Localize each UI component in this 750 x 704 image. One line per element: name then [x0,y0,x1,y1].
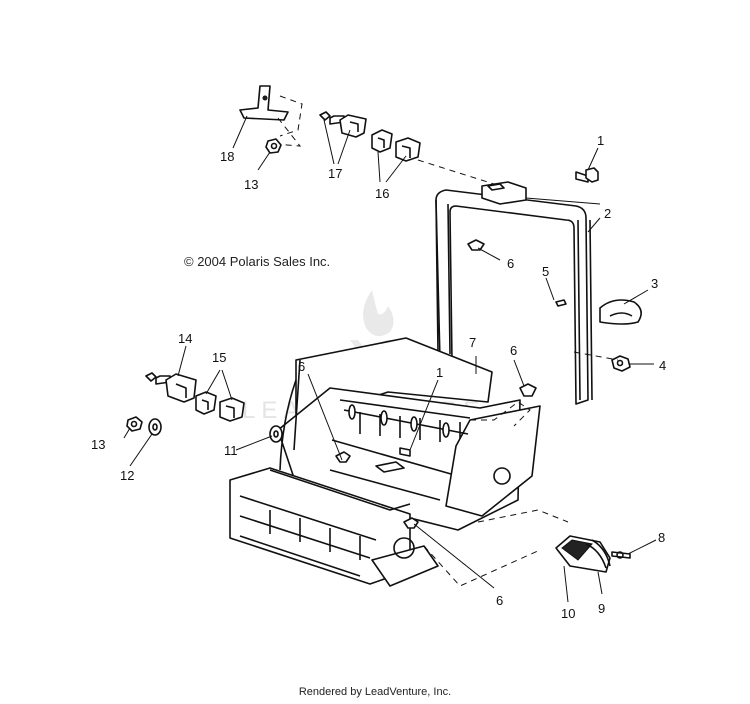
nut-part-13-left [126,416,143,432]
callout-labels: 1 2 3 4 5 6 18 13 17 16 14 15 13 12 11 6… [91,133,666,621]
washer-part-11 [269,425,283,443]
copyright-text: © 2004 Polaris Sales Inc. [184,254,330,269]
callout-5: 5 [542,264,549,279]
callout-7: 7 [469,335,476,350]
bolt-part-1-top [575,167,599,183]
callout-6-mid: 6 [510,343,517,358]
bracket-part-18 [239,85,303,147]
callout-4: 4 [659,358,666,373]
bracket-part-14 [145,372,197,403]
grommet-part-3 [599,299,642,325]
callout-13-left: 13 [91,437,105,452]
callout-1-top: 1 [597,133,604,148]
callout-17: 17 [328,166,342,181]
leader-lines [123,115,657,603]
callout-14: 14 [178,331,192,346]
callout-6-bottom: 6 [496,593,503,608]
callout-16: 16 [375,186,389,201]
callout-13-top: 13 [244,177,258,192]
clip-part-6-mid [519,383,537,397]
screw-part-5 [555,299,567,307]
callout-8: 8 [658,530,665,545]
nut-part-13-top [265,138,282,154]
callout-2: 2 [604,206,611,221]
callout-10: 10 [561,606,575,621]
callout-1-mid: 1 [436,365,443,380]
callout-6-left: 6 [298,359,305,374]
callout-15: 15 [212,350,226,365]
footer-credit: Rendered by LeadVenture, Inc. [298,686,452,698]
rollbar-part-2 [435,181,593,405]
callout-3: 3 [651,276,658,291]
light-assembly [555,535,631,573]
bushing-part-17 [319,111,367,138]
callout-11: 11 [224,443,238,458]
nut-part-4 [611,355,631,372]
bushing-part-16 [371,129,421,162]
callout-18: 18 [220,149,234,164]
washer-part-12 [148,418,162,436]
callout-9: 9 [598,601,605,616]
bushing-part-15 [195,391,245,422]
callout-6-upper: 6 [507,256,514,271]
main-frame [229,337,541,587]
clip-part-6-upper [467,239,485,251]
callout-12: 12 [120,468,134,483]
